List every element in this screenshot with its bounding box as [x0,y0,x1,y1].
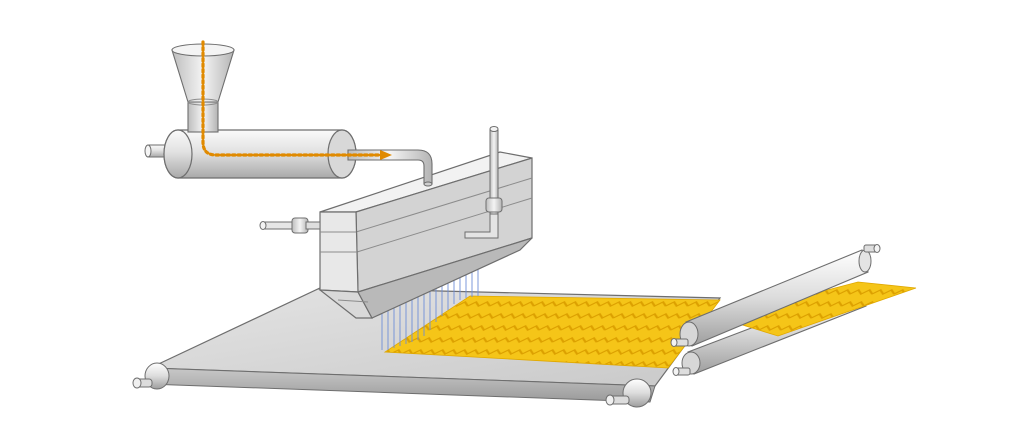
flow-arrow-icon [380,150,392,160]
extruder [144,129,433,187]
air-inlet-right [464,126,503,239]
nonwoven-web-on-belt [383,295,721,369]
calender-roller-upper [670,244,881,347]
air-inlet-left [259,217,321,234]
polymer-flow [201,40,392,160]
belt-roller-left [132,362,170,390]
calender-rollers [670,244,917,376]
belt-roller-right [605,378,652,408]
